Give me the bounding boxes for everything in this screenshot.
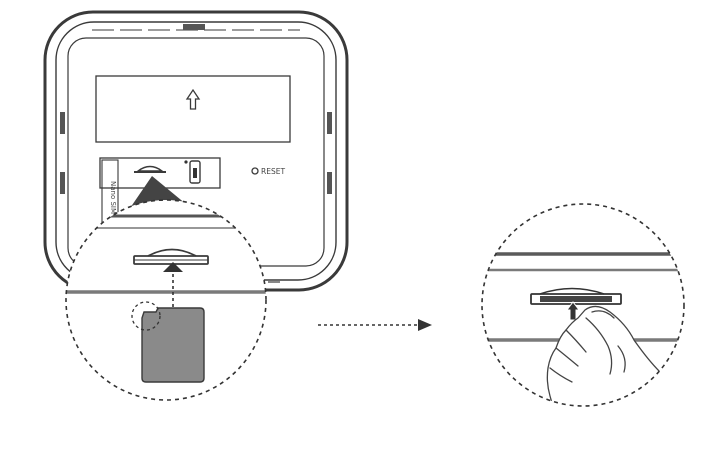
side-grip — [60, 112, 65, 134]
side-grip — [60, 172, 65, 194]
sim-slot-with-card — [530, 287, 622, 305]
lock-switch — [189, 160, 201, 184]
slot-pointer-triangle — [163, 262, 183, 272]
sim-card — [141, 307, 205, 383]
slot-label: Nano SIM — [109, 181, 117, 214]
sim-slot-opening — [135, 165, 165, 172]
zoom-circle-left-border — [65, 199, 267, 401]
router-top-tab — [183, 24, 205, 30]
lock-switch-knob — [193, 168, 197, 178]
notch-highlight — [131, 301, 161, 331]
up-arrow-outline-icon — [185, 88, 201, 110]
side-grip — [327, 172, 332, 194]
zoom-circle-right — [481, 203, 685, 407]
zoom-circle-right-border — [481, 203, 685, 407]
dotted-right-arrow-icon — [318, 319, 432, 331]
label-panel — [95, 75, 291, 143]
reset-button-icon — [251, 167, 259, 175]
indicator-dot — [184, 160, 188, 164]
up-arrow-filled-icon — [566, 301, 580, 321]
zoom-circle-left — [65, 199, 267, 401]
side-grip — [327, 112, 332, 134]
reset-label: RESET — [261, 167, 285, 176]
